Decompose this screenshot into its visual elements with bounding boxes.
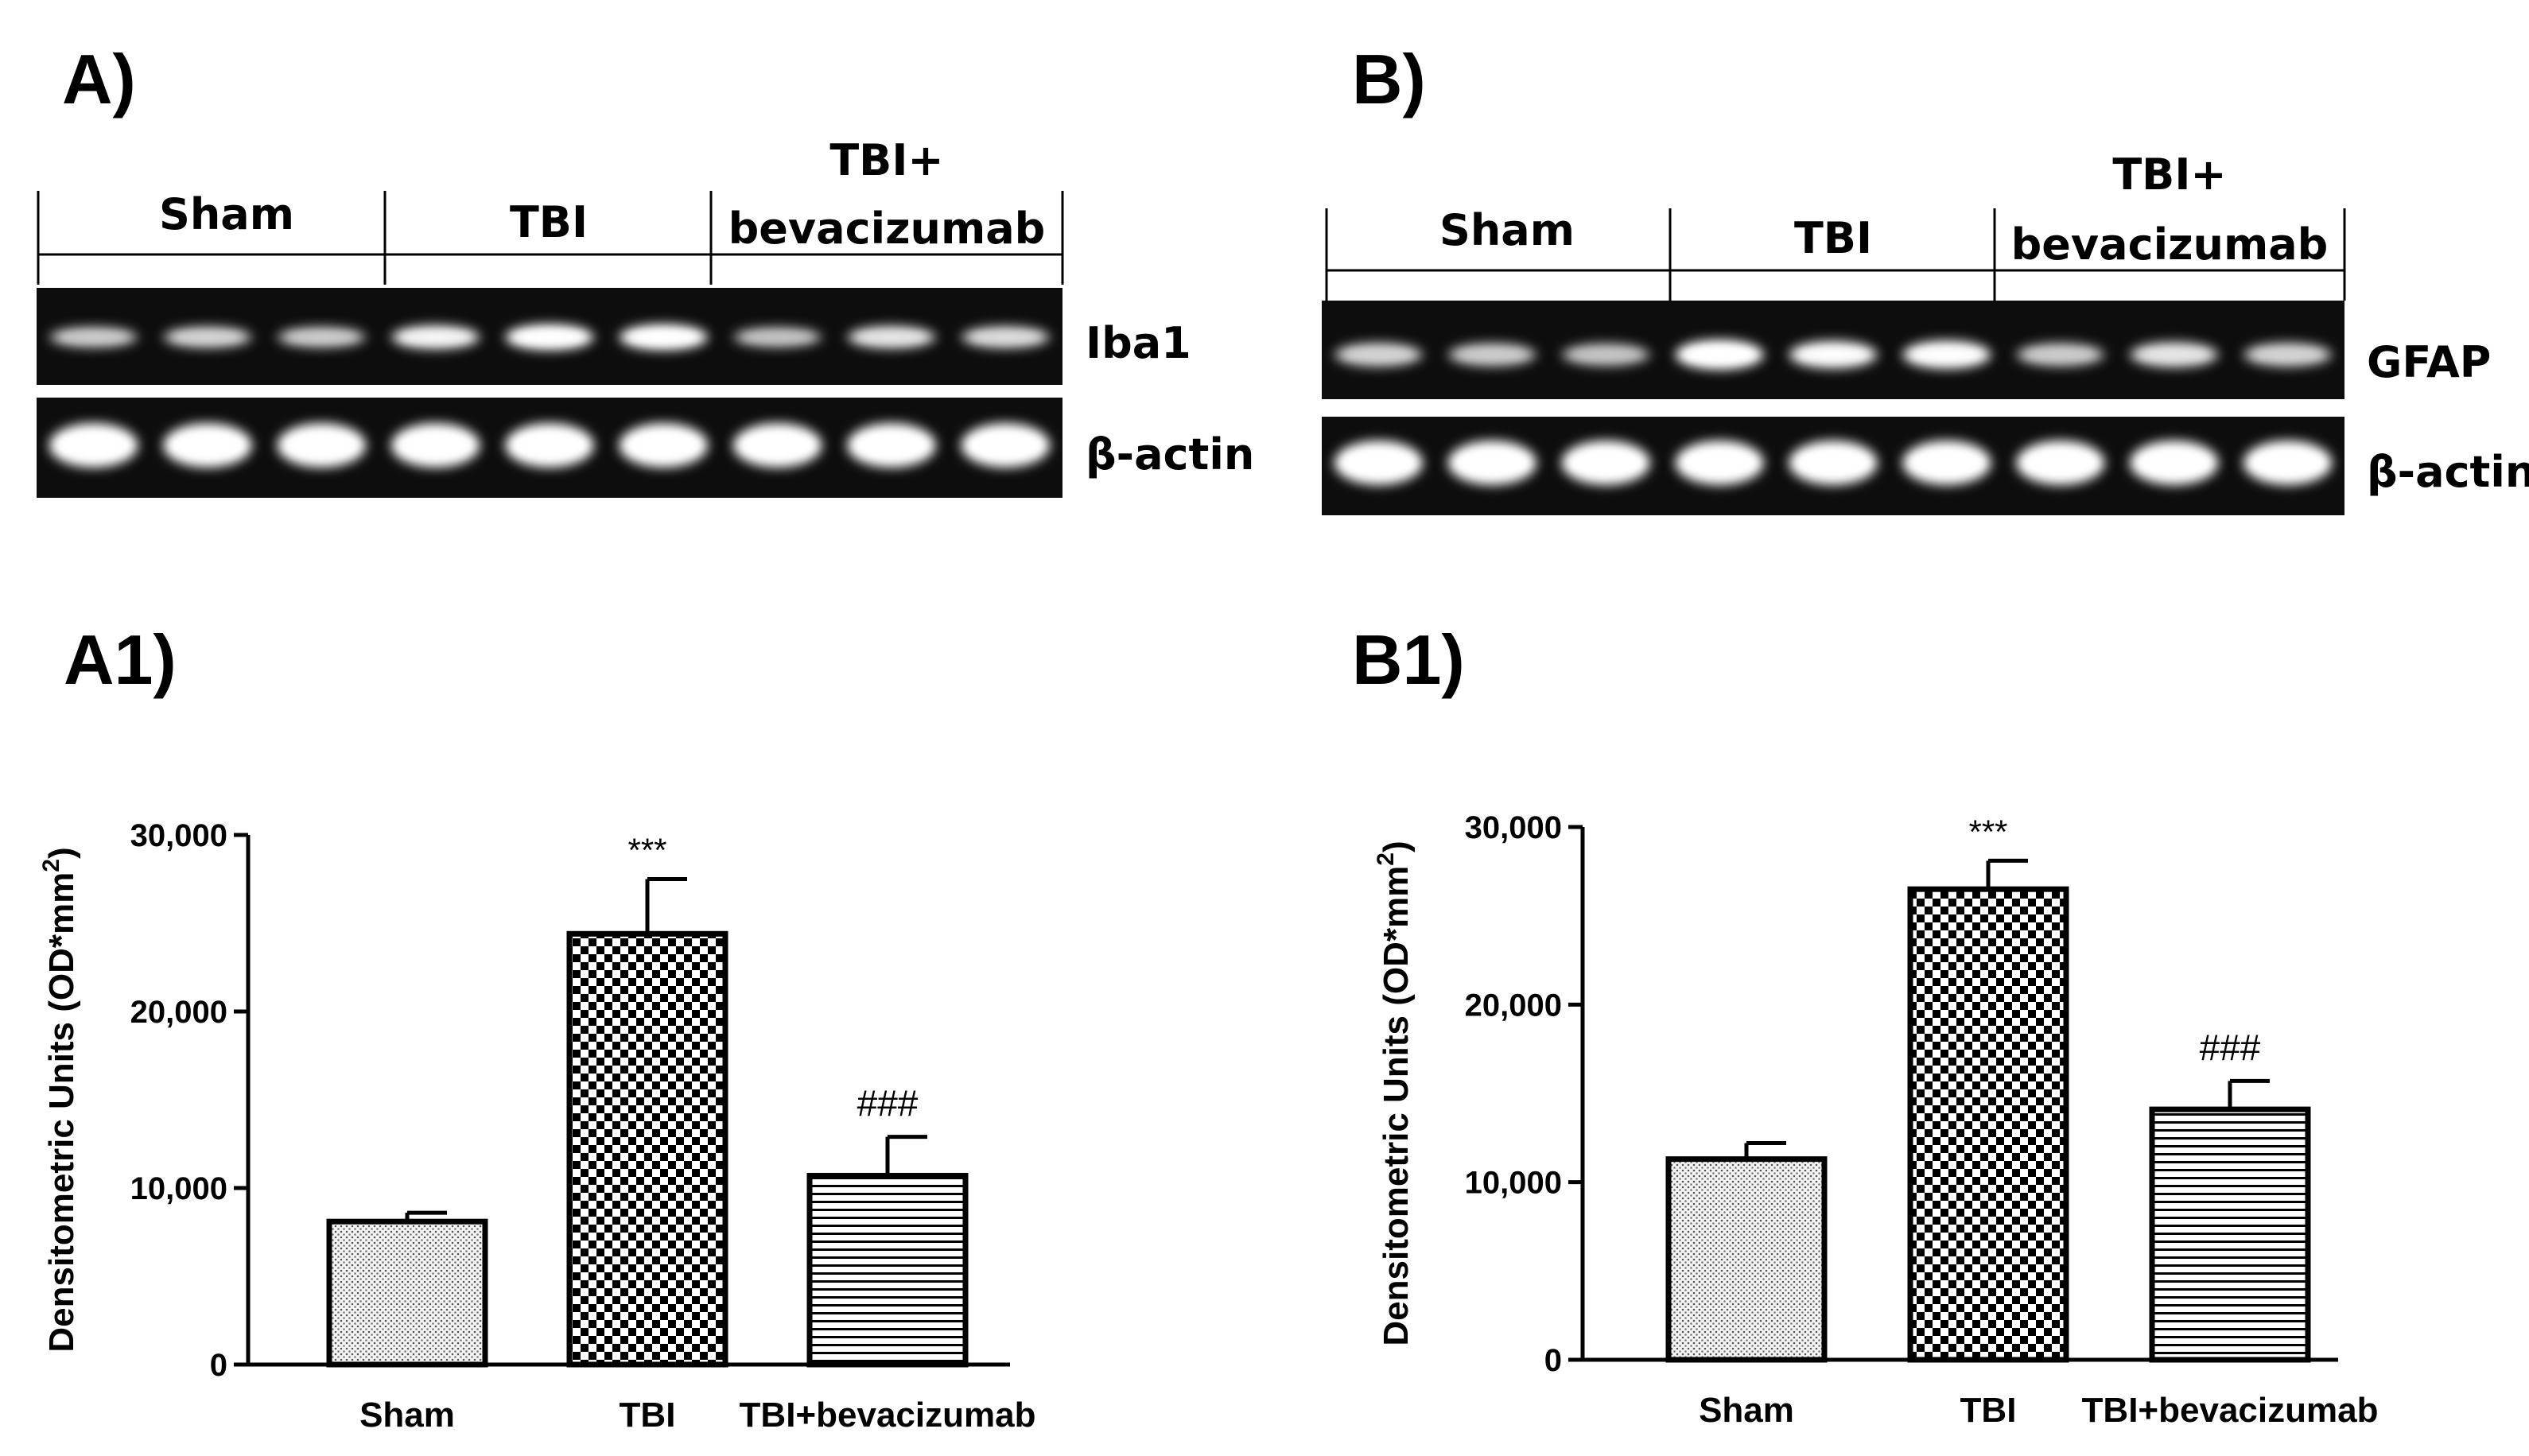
panel-a-group-bevacizumab: bevacizumab <box>728 204 1046 254</box>
panel-a: A) Sham TBI TBI+ bevacizumab Iba1 β-acti… <box>37 40 1254 498</box>
chart-b1-bar-3 <box>2149 1106 2311 1363</box>
panel-b-marker-actin: β-actin <box>2367 447 2529 497</box>
panel-b-group-tbi-plus: TBI+ <box>2112 149 2226 200</box>
a-actin-band-core-9 <box>971 434 1040 456</box>
chart-a1-ytick-label: 10,000 <box>130 1171 227 1206</box>
chart-b1-category-label-3: TBI+bevacizumab <box>2082 1391 2379 1430</box>
a-actin-band-core-5 <box>515 434 584 456</box>
gfap-band-core-5 <box>1799 347 1867 362</box>
panel-b-marker-gfap: GFAP <box>2367 337 2491 387</box>
iba1-band-core-4 <box>401 331 470 344</box>
b-actin-band-core-3 <box>1571 452 1641 474</box>
b-actin-band-core-7 <box>2026 452 2095 474</box>
panel-a-group-tbi: TBI <box>510 197 588 247</box>
panel-b-actin-bands <box>1334 441 2333 485</box>
b-actin-band-core-1 <box>1344 452 1413 474</box>
chart-b1-significance-2: *** <box>1968 813 2007 850</box>
chart-a1-ytick-label: 20,000 <box>130 995 227 1030</box>
b-actin-band-core-4 <box>1685 452 1754 474</box>
iba1-band-core-5 <box>515 331 584 344</box>
iba1-band-core-2 <box>173 332 242 343</box>
chart-a1-category-label-1: Sham <box>359 1396 455 1435</box>
b-actin-band-core-8 <box>2139 452 2209 474</box>
chart-b1-ylabel: Densitometric Units (OD*mm2) <box>1373 841 1416 1345</box>
panel-b-group-bevacizumab: bevacizumab <box>2011 219 2329 270</box>
chart-a1-bar-1 <box>326 1218 488 1368</box>
chart-a1-panel-label: A1) <box>64 620 177 699</box>
panel-b-group-sham: Sham <box>1439 205 1575 255</box>
iba1-band-core-1 <box>59 332 128 343</box>
panel-a-group-headers: Sham TBI TBI+ bevacizumab <box>37 135 1064 285</box>
a-actin-band-core-8 <box>857 434 926 456</box>
a-actin-band-core-1 <box>59 434 128 456</box>
a-actin-band-core-7 <box>743 434 812 456</box>
panel-b-group-headers: Sham TBI TBI+ bevacizumab <box>1325 149 2346 301</box>
chart-a1-category-label-3: TBI+bevacizumab <box>740 1396 1036 1435</box>
gfap-band-core-4 <box>1685 347 1754 363</box>
panel-b-gfap-bands <box>1334 340 2333 370</box>
panel-b: B) Sham TBI TBI+ bevacizumab GFAP β-acti… <box>1322 40 2529 515</box>
a-actin-band-core-6 <box>629 434 698 456</box>
chart-b1-ytick-label: 20,000 <box>1465 988 1562 1023</box>
panel-a-group-tbi-plus: TBI+ <box>829 135 943 185</box>
gfap-band-core-8 <box>2139 348 2209 361</box>
b-actin-band-core-5 <box>1799 452 1867 474</box>
chart-b1-category-label-2: TBI <box>1960 1391 2017 1430</box>
chart-a1-ytick-label: 0 <box>210 1348 227 1383</box>
chart-b1-category-label-1: Sham <box>1699 1391 1794 1430</box>
gfap-band-core-2 <box>1458 348 1527 361</box>
chart-a1-significance-3: ### <box>857 1083 919 1124</box>
chart-b1-ytick-label: 30,000 <box>1465 810 1562 845</box>
panel-a-label: A) <box>62 40 136 118</box>
panel-b-group-tbi: TBI <box>1794 213 1872 263</box>
panel-a-iba1-bands <box>49 324 1051 351</box>
iba1-band-core-7 <box>743 332 812 343</box>
chart-b1-significance-3: ### <box>2200 1027 2261 1068</box>
panel-a-marker-actin: β-actin <box>1086 429 1254 480</box>
chart-a1-significance-2: *** <box>627 832 666 869</box>
iba1-band-core-8 <box>857 331 926 344</box>
gfap-band-core-3 <box>1571 348 1641 361</box>
chart-a1-category-label-2: TBI <box>620 1396 676 1435</box>
panel-a-actin-bands <box>49 423 1051 468</box>
chart-a1-bar-3 <box>806 1172 969 1368</box>
panel-b-label: B) <box>1352 40 1426 118</box>
gfap-band-core-9 <box>2253 348 2322 361</box>
iba1-band-core-3 <box>287 332 356 343</box>
chart-b1-ytick-label: 10,000 <box>1465 1166 1562 1201</box>
a-actin-band-core-4 <box>401 434 470 456</box>
chart-a1-ytick-label: 30,000 <box>130 818 227 853</box>
gfap-band-core-1 <box>1344 348 1413 361</box>
chart-b1-panel-label: B1) <box>1352 620 1465 699</box>
iba1-band-core-9 <box>971 332 1040 343</box>
chart-b1-bar-2 <box>1907 886 2069 1363</box>
b-actin-band-core-9 <box>2253 452 2322 474</box>
b-actin-band-core-2 <box>1458 452 1527 474</box>
chart-a1-bar-2 <box>566 930 728 1368</box>
gfap-band-core-7 <box>2026 348 2095 361</box>
chart-b1-ytick-label: 0 <box>1544 1343 1562 1378</box>
iba1-band-core-6 <box>629 331 698 344</box>
panel-a-marker-iba1: Iba1 <box>1086 318 1191 368</box>
chart-b1-bar-1 <box>1665 1156 1828 1363</box>
gfap-band-core-6 <box>1913 347 1981 362</box>
a-actin-band-core-3 <box>287 434 356 456</box>
chart-a1-ylabel: Densitometric Units (OD*mm2) <box>38 847 81 1352</box>
a-actin-band-core-2 <box>173 434 242 456</box>
b-actin-band-core-6 <box>1913 452 1981 474</box>
panel-a-group-sham: Sham <box>159 189 294 239</box>
